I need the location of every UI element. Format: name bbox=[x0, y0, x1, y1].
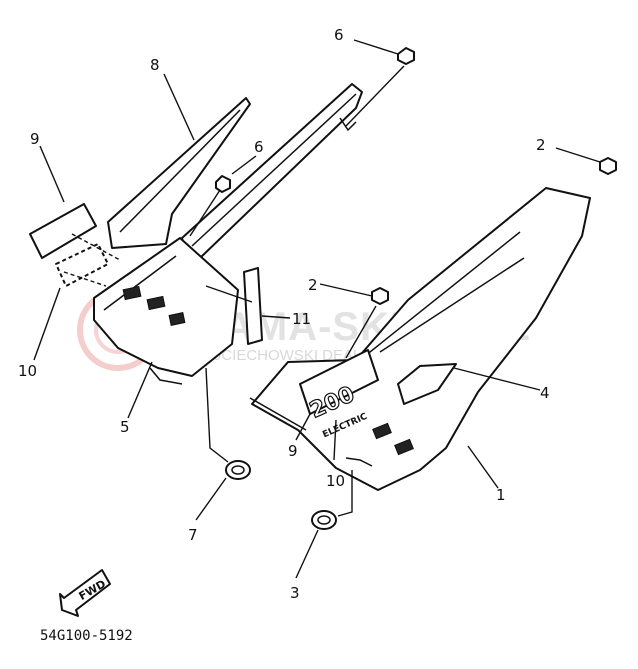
part-9-decal-left bbox=[29, 203, 97, 259]
part-1-side-cover: 200 ELECTRIC bbox=[249, 187, 591, 491]
callout-11: 11 bbox=[292, 310, 311, 328]
callout-1: 1 bbox=[496, 486, 506, 504]
part-2-nut-mid bbox=[371, 287, 389, 305]
callouts: 8 9 6 6 2 2 11 4 1 10 5 9 10 7 3 bbox=[18, 26, 550, 602]
part-6-nut-mid bbox=[215, 175, 231, 193]
callout-10-right: 10 bbox=[326, 472, 345, 490]
part-10-decal-left bbox=[55, 243, 109, 287]
part-7-grommet bbox=[225, 460, 251, 480]
callout-7: 7 bbox=[188, 526, 198, 544]
part-5-side-cover bbox=[93, 237, 239, 385]
fwd-arrow-icon: FWD bbox=[59, 569, 111, 617]
part-3-grommet bbox=[311, 510, 337, 530]
leader-lines bbox=[33, 39, 601, 579]
side-rail bbox=[181, 83, 363, 259]
callout-2-mid: 2 bbox=[308, 276, 318, 294]
callout-9-right: 9 bbox=[288, 442, 298, 460]
part-code-label: 54G100-5192 bbox=[40, 628, 133, 644]
callout-5: 5 bbox=[120, 418, 130, 436]
part-2-nut-right bbox=[599, 157, 617, 175]
callout-9-left: 9 bbox=[30, 130, 40, 148]
callout-2-right: 2 bbox=[536, 136, 546, 154]
part-11-strip bbox=[243, 267, 263, 345]
callout-6-mid: 6 bbox=[254, 138, 264, 156]
part-6-nut-top bbox=[397, 47, 415, 65]
callout-8: 8 bbox=[150, 56, 160, 74]
callout-4: 4 bbox=[540, 384, 550, 402]
callout-10-left: 10 bbox=[18, 362, 37, 380]
part-8-cover-strip bbox=[107, 97, 251, 249]
callout-6-top: 6 bbox=[334, 26, 344, 44]
callout-3: 3 bbox=[290, 584, 300, 602]
